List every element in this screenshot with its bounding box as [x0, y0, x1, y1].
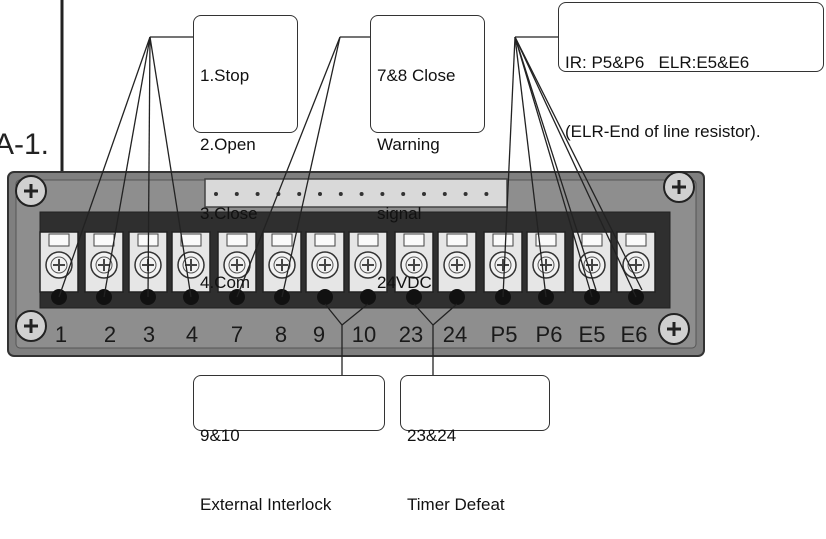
callout-control: 1.Stop 2.Open 3.Close 4.Com	[193, 15, 298, 292]
terminal-label: E6	[621, 322, 648, 347]
callout-line: 2.Open	[200, 135, 256, 154]
callout-line: 1.Stop	[200, 66, 250, 85]
left-fragment: A-1.	[0, 128, 50, 161]
leader-ir	[514, 36, 637, 298]
terminal-p6: P6	[526, 231, 566, 347]
terminal-label: 7	[231, 322, 243, 347]
terminal-label: 24	[443, 322, 467, 347]
terminal-2: 2	[84, 231, 124, 347]
wire-hole-icon	[449, 289, 465, 305]
callout-line: 23&24	[407, 426, 457, 445]
strip-dot	[359, 192, 364, 196]
terminal-label: 2	[104, 322, 116, 347]
callout-line: External Interlock	[200, 495, 332, 514]
terminal-label: 3	[143, 322, 155, 347]
terminal-label: P6	[536, 322, 563, 347]
callout-line: IR: P5&P6 ELR:E5&E6	[565, 53, 750, 72]
leader-ir	[514, 36, 643, 291]
strip-dot	[442, 192, 447, 196]
terminal-label: 10	[352, 322, 376, 347]
corner-screw-icon	[15, 310, 47, 342]
callout-line: (ELR-End of line resistor).	[565, 122, 761, 141]
terminal-e5: E5	[572, 231, 612, 347]
wire-hole-icon	[317, 289, 333, 305]
screw-icon	[489, 251, 517, 279]
corner-screw-icon	[15, 175, 47, 207]
leader-lines	[58, 36, 643, 375]
strip-dot	[380, 192, 385, 196]
leader-timer	[432, 303, 458, 326]
callout-line: signal	[377, 204, 422, 223]
terminal-9: 9	[305, 231, 345, 347]
strip-dot	[338, 192, 343, 196]
callout-timer: 23&24 Timer Defeat	[400, 375, 550, 514]
terminal-label: 9	[313, 322, 325, 347]
leader-ir	[514, 36, 547, 298]
terminal-label: P5	[491, 322, 518, 347]
terminal-4: 4	[171, 231, 211, 347]
callout-warning: 7&8 Close Warning signal 24VDC	[370, 15, 485, 292]
terminal-p5: P5	[483, 231, 523, 347]
terminal-label: 1	[55, 322, 67, 347]
callout-line: 9&10	[200, 426, 240, 445]
leader-interlock	[324, 303, 343, 326]
strip-dot	[484, 192, 489, 196]
strip-dot	[463, 192, 468, 196]
terminal-8: 8	[262, 231, 302, 347]
screw-icon	[90, 251, 118, 279]
wire-hole-icon	[406, 289, 422, 305]
callout-line: 3.Close	[200, 204, 258, 223]
terminal-24: 24	[437, 231, 477, 347]
strip-dot	[422, 192, 426, 196]
leader-control	[149, 36, 192, 298]
screw-icon	[400, 251, 428, 279]
leader-warning	[281, 36, 341, 298]
callout-line: 24VDC	[377, 273, 432, 292]
screw-icon	[622, 251, 650, 279]
strip-dot	[234, 192, 239, 196]
screw-icon	[443, 251, 471, 279]
screw-icon	[354, 251, 382, 279]
indicator-strip	[204, 178, 508, 208]
strip-dot	[297, 192, 302, 196]
leader-ir	[502, 36, 516, 298]
leader-ir	[514, 36, 597, 291]
strip-dot	[214, 192, 218, 196]
wire-hole-icon	[360, 289, 376, 305]
callout-ir: IR: P5&P6 ELR:E5&E6 (ELR-End of line res…	[558, 2, 824, 141]
strip-dot	[401, 192, 406, 196]
terminal-label: 8	[275, 322, 287, 347]
leader-interlock	[341, 303, 369, 326]
callout-interlock: 9&10 External Interlock	[193, 375, 385, 514]
terminal-label: E5	[579, 322, 606, 347]
callout-line: 7&8 Close	[377, 66, 456, 85]
leader-ir	[514, 36, 593, 298]
strip-dot	[255, 192, 260, 196]
corner-screw-icon	[663, 171, 695, 203]
screw-icon	[223, 251, 251, 279]
leader-control	[58, 36, 151, 298]
screw-icon	[45, 251, 73, 279]
leader-warning	[236, 36, 341, 298]
terminal-label: 23	[399, 322, 423, 347]
callout-line: Warning	[377, 135, 440, 154]
callout-line: 4.Com	[200, 273, 251, 292]
leader-timer	[413, 303, 434, 326]
screw-icon	[268, 251, 296, 279]
callout-line: Timer Defeat	[407, 495, 505, 514]
screw-icon	[311, 251, 339, 279]
screw-icon	[532, 251, 560, 279]
terminal-10: 10	[348, 231, 388, 347]
terminal-label: 4	[186, 322, 198, 347]
terminal-23: 23	[394, 231, 434, 347]
leader-control	[147, 36, 151, 298]
corner-screw-icon	[658, 313, 690, 345]
terminal-7: 7	[217, 231, 257, 347]
strip-dot	[318, 192, 322, 196]
leader-control	[103, 36, 151, 298]
